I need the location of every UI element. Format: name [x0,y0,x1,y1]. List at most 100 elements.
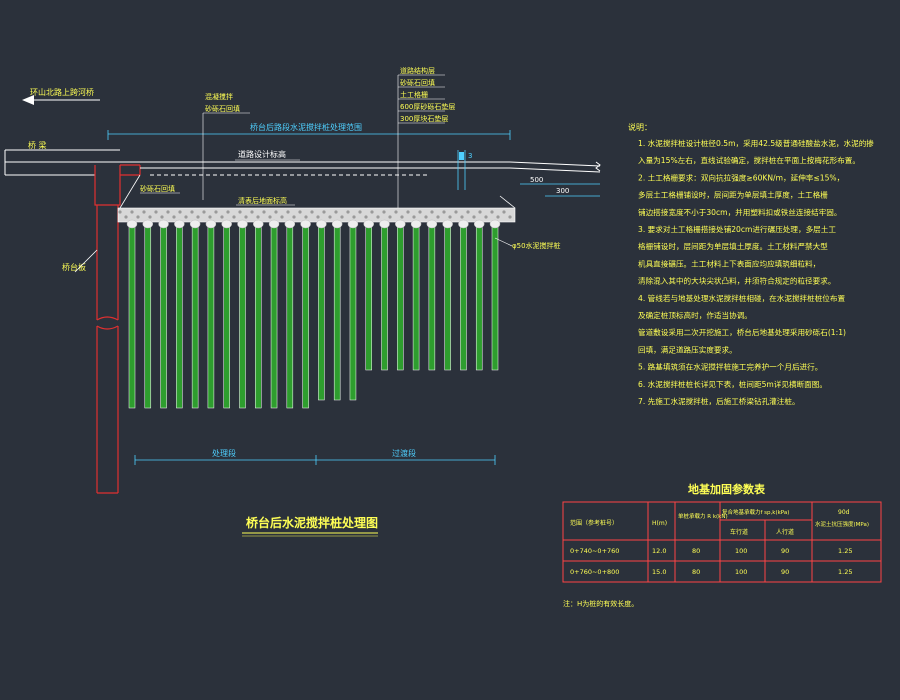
cement-pile [205,219,217,409]
table-cell: 100 [735,547,747,555]
table-cell: 0+740~0+760 [570,547,619,555]
table-cell: 90 [781,547,789,555]
th-90d: 90d [838,509,850,516]
th-composite: 复合地基承载力f sp,k(kPa) [722,508,789,516]
cement-pile [300,219,311,409]
note-line: 管道敷设采用二次开挖施工，桥台后地基处理采用砂砾石(1:1) [638,327,846,337]
table-cell: 80 [692,568,700,576]
table-cell: 90 [781,568,789,576]
th-h: H(m) [652,520,667,527]
note-line: 1. 水泥搅拌桩设计桩径0.5m，采用42.5级普通硅酸盐水泥，水泥的掺 [638,138,874,148]
note-line: 及确定桩顶标高时，作适当协调。 [638,310,752,320]
note-line: 多层土工格栅铺设时，层间距为单层填土厚度，土工格栅 [638,190,828,200]
dimension-boxes [520,183,600,197]
cement-pile [142,219,154,409]
note-line: 3. 要求对土工格栅搭接处铺20cm进行碾压处理，多层土工 [638,224,836,234]
bridge-beam [4,149,120,176]
cement-pile [410,219,422,371]
table-cell: 100 [735,568,747,576]
th-rk: 单桩承载力 R k(kN) [678,512,728,520]
cement-pile [458,219,469,371]
note-line: 格栅铺设时，层间距为单层填土厚度。土工材料严禁大型 [638,241,828,251]
gravel-cushion [117,207,516,223]
table-cell: 12.0 [652,547,666,555]
cement-pile [126,219,138,409]
treatment-range-label: 桥台后路段水泥搅拌桩处理范围 [250,122,362,132]
dimension-b: 300 [556,187,569,195]
note-line: 6. 水泥搅拌桩桩长详见下表，桩间距5m详见横断面图。 [638,379,827,389]
note-line: 5. 路基填筑须在水泥搅拌桩施工完养护一个月后进行。 [638,362,822,372]
arrow-left-icon [22,95,34,105]
layer-4: 600厚砂砾石垫层 [400,102,455,111]
th-strength: 水泥土抗压强度(MPa) [815,520,869,528]
table-cell: 15.0 [652,568,666,576]
table-footnote: 注：H为桩的有效长度。 [563,599,638,608]
cement-pile [395,219,406,371]
cleared-ground-label: 清表后地面标高 [238,196,287,205]
layer-5: 300厚块石垫层 [400,114,448,123]
cement-pile [473,219,485,371]
th-walk: 人行道 [776,528,794,536]
section-1-label: 处理段 [212,448,236,458]
pile-group [126,219,501,409]
cement-pile [363,219,374,371]
bridge-beam-label: 桥 梁 [28,140,47,150]
layer-1: 道路结构层 [400,66,435,75]
cushion-texture [118,210,512,219]
note-line: 清除混入其中的大块尖状凸料，并须符合规定的粒径要求。 [638,276,835,286]
gravel-callout-top: 混凝搅拌 砂砾石回填 [202,92,250,200]
parameter-table: 范围（参考桩号） H(m) 单桩承载力 R k(kN) 复合地基承载力f sp,… [562,501,882,583]
section-2-label: 过渡段 [392,448,416,458]
fill-slope [119,174,516,209]
direction-arrow-label: 环山北路上跨河桥 [30,87,94,97]
direction-arrow: 环山北路上跨河桥 [22,87,100,105]
notes-block: 说明： 1. 水泥搅拌桩设计桩径0.5m，采用42.5级普通硅酸盐水泥，水泥的掺… [628,122,874,406]
cement-pile [426,219,438,371]
abutment [94,164,141,494]
treatment-range-dimension [107,130,511,140]
cement-pile [253,219,264,409]
abutment-label: 桥台板 [62,262,86,272]
notes-header: 说明： [628,122,652,132]
table-row: 0+740~0+760 12.0 80 100 90 1.25 [570,547,852,555]
cement-pile [379,219,390,371]
cement-pile [347,219,359,401]
table-cell: 1.25 [838,568,852,576]
note-line: 入量为15%左右，直线试验确定，搅拌桩在平面上按梅花形布置。 [638,155,860,165]
cement-pile [442,219,453,371]
layer-2: 砂砾石回填 [400,78,435,87]
note-line: 2. 土工格栅要求：双向抗拉强度≥60KN/m，延伸率≤15%， [638,172,844,182]
cement-pile [237,219,248,409]
dimension-c: 3 [468,152,472,160]
table-row: 0+760~0+800 15.0 80 100 90 1.25 [570,568,852,576]
section-dimension [134,455,496,465]
table-cell: 1.25 [838,547,852,555]
note-line: 4. 管线若与地基处理水泥搅拌桩相碰，在水泥搅拌桩桩位布置 [638,293,845,303]
cement-pile [158,219,169,409]
th-range: 范围（参考桩号） [570,519,618,527]
cement-pile [221,219,232,409]
note-line: 回填，满足道路压实度要求。 [638,344,737,354]
table-cell: 0+760~0+800 [570,568,619,576]
cement-pile [284,219,296,409]
cement-pile [489,219,501,371]
table-title: 地基加固参数表 [688,482,766,496]
table-cell: 80 [692,547,700,555]
pile-label: φ50水泥搅拌桩 [512,241,561,250]
th-road: 车行道 [730,528,748,536]
road-layers-callout: 道路结构层 砂砾石回填 土工格栅 600厚砂砾石垫层 300厚块石垫层 [397,66,455,210]
callout-line-2: 砂砾石回填 [205,104,240,113]
note-line: 铺边搭接宽度不小于30cm，并用塑料扣或铁丝连接结牢固。 [638,207,841,217]
gravel-fill-label: 砂砾石回填 [140,184,175,193]
layer-marker [457,150,466,190]
cement-pile [174,219,185,409]
cement-pile [268,219,280,409]
note-line: 机具直接碾压。土工材料上下表面应均应填筑细粒料， [638,258,820,268]
design-line-label: 道路设计标高 [238,149,286,159]
dimension-a: 500 [530,176,543,184]
cement-pile [316,219,327,401]
road-surface [120,161,601,176]
drawing-title: 桥台后水泥搅拌桩处理图 [246,515,378,530]
note-line: 7. 先施工水泥搅拌桩，后施工桥梁钻孔灌注桩。 [638,396,800,406]
